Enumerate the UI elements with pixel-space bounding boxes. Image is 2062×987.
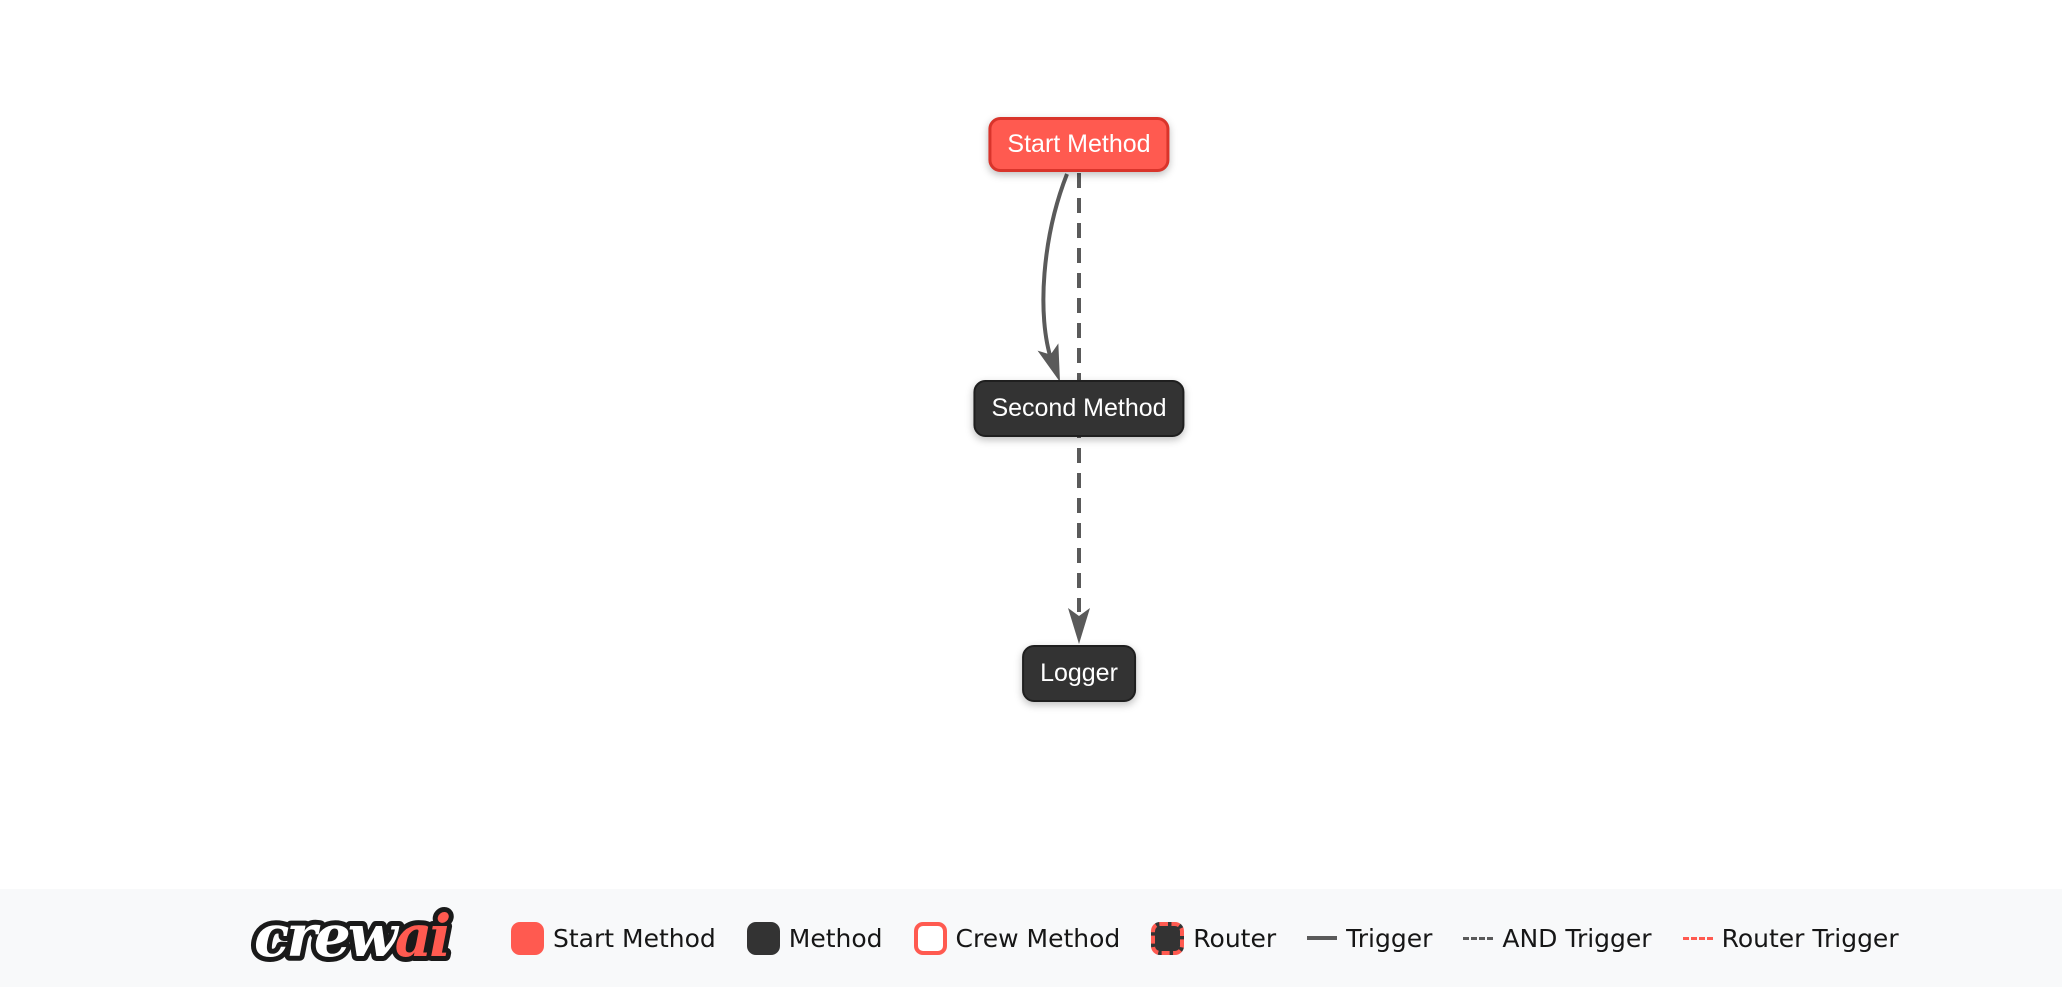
flow-canvas[interactable]: Start Method Second Method Logger: [0, 0, 2062, 889]
legend-item-method: Method: [746, 921, 883, 955]
legend-item-router: Router: [1151, 921, 1277, 955]
logo-crew-text: crew: [254, 902, 400, 970]
edges-layer: [1037, 173, 1090, 644]
node-logger[interactable]: Logger: [1022, 645, 1136, 702]
edge-solid-start-to-second: [1041, 173, 1069, 363]
legend-label: Method: [788, 923, 883, 953]
and-trigger-line-icon: [1463, 936, 1494, 940]
arrowhead-into-logger: [1068, 608, 1090, 644]
crewai-logo: crewai crewai crewai: [250, 896, 461, 979]
logo-crew-halo: crew: [254, 902, 400, 970]
legend: Start Method Method Crew Method Router T…: [511, 921, 1899, 955]
legend-item-start-method: Start Method: [511, 921, 716, 955]
legend-label: Start Method: [553, 923, 716, 953]
logo-ai-text: ai: [395, 902, 450, 970]
legend-label: Router: [1193, 923, 1277, 953]
node-second-method[interactable]: Second Method: [973, 380, 1185, 437]
crew-method-swatch-icon: [913, 921, 947, 955]
logo-crew-outline: crew: [254, 902, 400, 970]
legend-item-trigger: Trigger: [1307, 924, 1432, 953]
node-start-method[interactable]: Start Method: [988, 117, 1170, 172]
start-method-swatch-icon: [511, 921, 544, 955]
method-swatch-icon: [746, 921, 780, 955]
router-trigger-line-icon: [1682, 936, 1713, 940]
legend-item-router-trigger: Router Trigger: [1682, 923, 1899, 953]
router-swatch-icon: [1151, 921, 1185, 955]
legend-footer: crewai crewai crewai Start Method Method: [0, 889, 2062, 987]
legend-label: Router Trigger: [1721, 923, 1899, 953]
legend-label: AND Trigger: [1502, 923, 1652, 953]
arrowhead-into-second-method: [1037, 343, 1060, 382]
svg-text:crewai: crewai: [254, 902, 449, 970]
trigger-line-icon: [1307, 936, 1338, 940]
legend-label: Crew Method: [955, 923, 1121, 953]
legend-item-and-trigger: AND Trigger: [1463, 923, 1652, 953]
logo-ai-outline: ai: [395, 902, 450, 970]
legend-item-crew-method: Crew Method: [913, 921, 1121, 955]
legend-label: Trigger: [1346, 923, 1433, 953]
svg-text:crewai: crewai: [254, 902, 449, 970]
